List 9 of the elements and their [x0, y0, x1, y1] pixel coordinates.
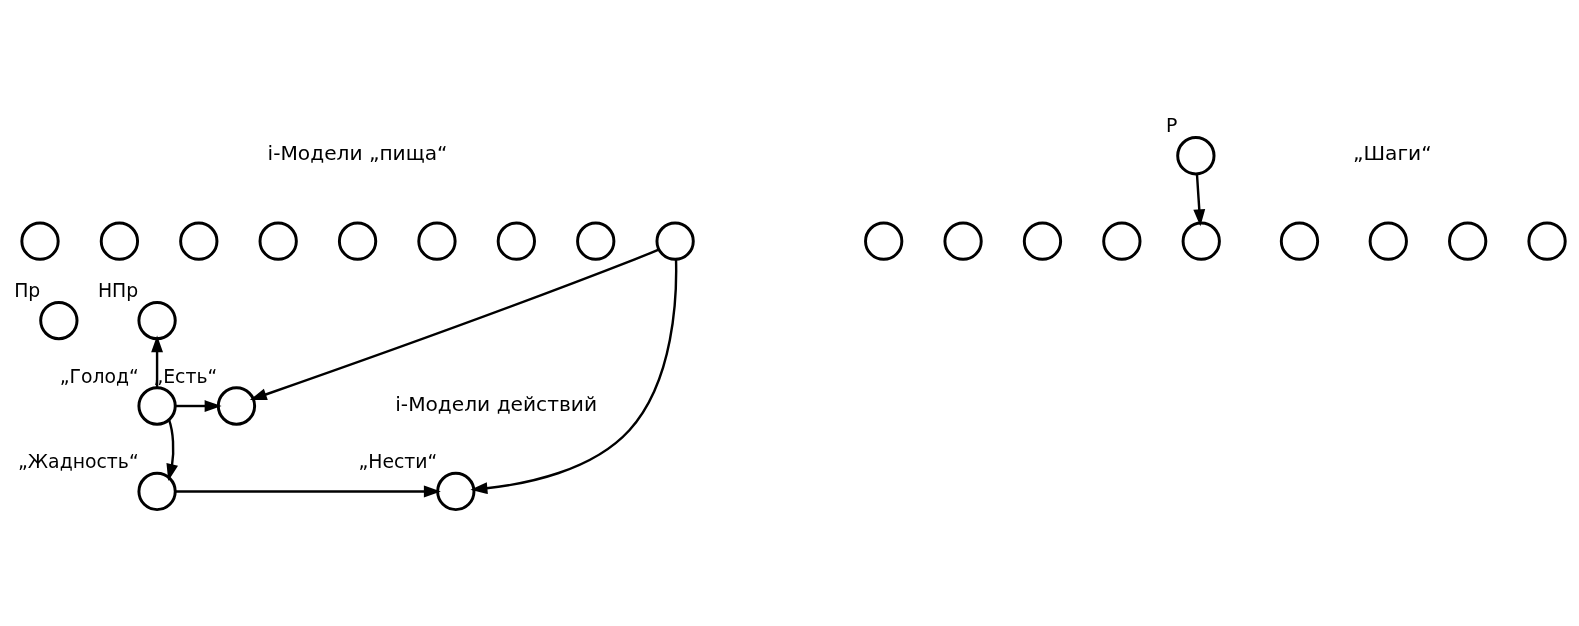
- node-label: Пр: [14, 279, 41, 301]
- label: „Шаги“: [1353, 140, 1432, 165]
- node-label: P: [1165, 114, 1178, 136]
- node-label: „Голод“: [59, 365, 139, 387]
- node-label: „Нести“: [358, 450, 438, 472]
- node-label: НПр: [97, 279, 139, 301]
- label: i-Модели „пища“: [267, 140, 448, 165]
- node-label: „Жадность“: [18, 450, 139, 472]
- label: i-Модели действий: [395, 391, 598, 416]
